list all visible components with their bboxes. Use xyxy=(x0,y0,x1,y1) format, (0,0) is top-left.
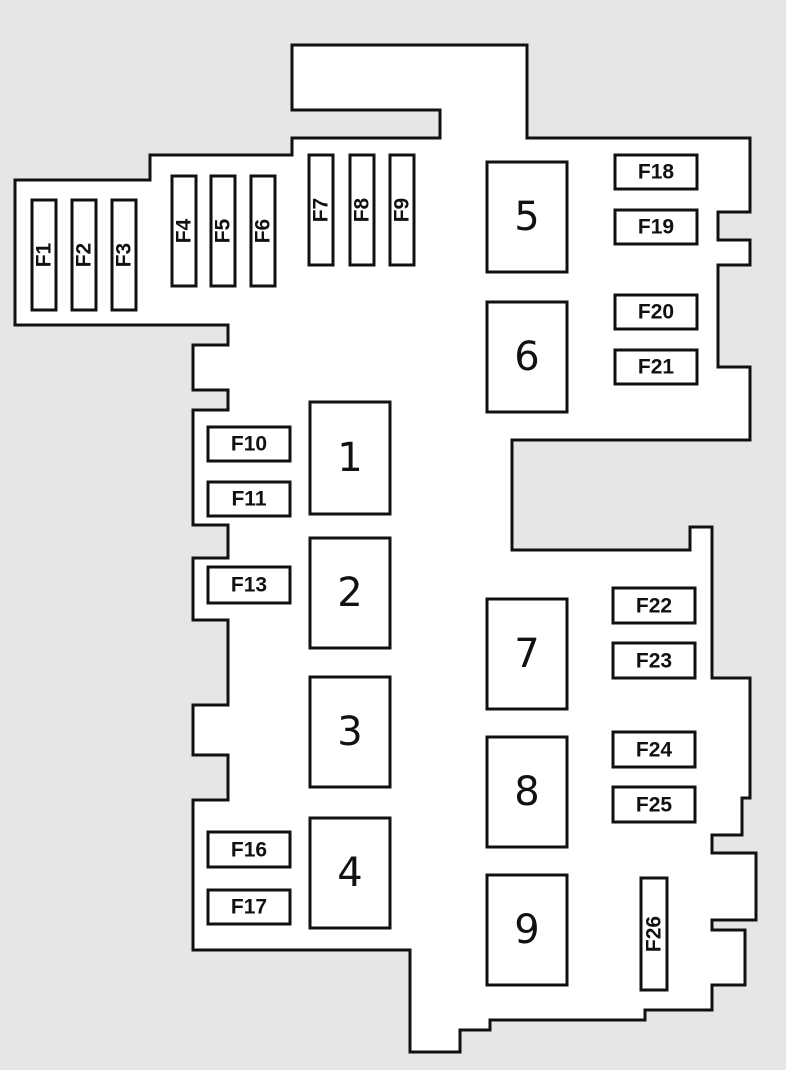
fuse-f11: F11 xyxy=(206,480,292,518)
fuse-f26: F26 xyxy=(639,876,669,992)
relay-7: 7 xyxy=(485,597,569,711)
fuse-f3: F3 xyxy=(110,198,138,312)
relay-label: 8 xyxy=(514,769,539,815)
fuse-f6: F6 xyxy=(249,174,277,288)
relay-1: 1 xyxy=(308,400,392,516)
relay-4: 4 xyxy=(308,816,392,930)
fuse-label: F22 xyxy=(636,595,672,618)
fuse-f2: F2 xyxy=(70,198,98,312)
relay-label: 9 xyxy=(514,907,539,953)
fuse-f24: F24 xyxy=(611,730,697,769)
fuse-label: F4 xyxy=(173,218,196,243)
fuse-label: F17 xyxy=(231,896,267,919)
fuse-label: F19 xyxy=(638,216,674,239)
fuse-f13: F13 xyxy=(206,565,292,605)
fuse-label: F16 xyxy=(231,839,267,862)
relay-2: 2 xyxy=(308,536,392,650)
fuse-f22: F22 xyxy=(611,586,697,625)
fuse-label: F5 xyxy=(212,218,235,243)
fuse-label: F25 xyxy=(636,794,673,817)
fuse-label: F1 xyxy=(33,242,56,267)
fuse-f23: F23 xyxy=(611,641,697,680)
fuse-f9: F9 xyxy=(388,153,416,267)
fuse-label: F21 xyxy=(638,356,675,379)
fuse-label: F7 xyxy=(310,198,333,223)
fuse-f4: F4 xyxy=(170,174,198,288)
relay-5: 5 xyxy=(485,160,569,274)
fuse-label: F9 xyxy=(391,198,414,223)
fuse-f5: F5 xyxy=(209,174,237,288)
fuse-label: F20 xyxy=(638,301,674,324)
relay-label: 6 xyxy=(514,334,539,380)
fuse-f21: F21 xyxy=(613,348,699,386)
relay-label: 1 xyxy=(337,435,362,481)
fuse-label: F18 xyxy=(638,161,675,184)
fuse-label: F13 xyxy=(231,574,267,597)
fuse-label: F8 xyxy=(351,197,374,222)
fuse-f20: F20 xyxy=(613,293,699,331)
fuse-label: F24 xyxy=(636,739,673,762)
relay-label: 2 xyxy=(337,570,362,616)
fuse-label: F26 xyxy=(643,916,666,952)
relay-label: 3 xyxy=(337,709,362,755)
fuse-label: F2 xyxy=(73,243,96,268)
relay-label: 7 xyxy=(514,631,539,677)
relay-9: 9 xyxy=(485,873,569,987)
relay-8: 8 xyxy=(485,735,569,849)
relay-6: 6 xyxy=(485,300,569,414)
fuse-label: F11 xyxy=(231,488,266,511)
fuse-f17: F17 xyxy=(206,888,292,926)
fuse-f8: F8 xyxy=(348,153,376,267)
relay-label: 5 xyxy=(514,194,539,240)
relay-3: 3 xyxy=(308,675,392,789)
fuse-label: F6 xyxy=(252,219,275,244)
fuse-f10: F10 xyxy=(206,425,292,463)
fuse-f25: F25 xyxy=(611,785,697,824)
fuse-f18: F18 xyxy=(613,153,699,191)
fuse-f19: F19 xyxy=(613,208,699,246)
fuse-label: F3 xyxy=(113,243,136,268)
fuse-f7: F7 xyxy=(307,153,335,267)
fuse-f16: F16 xyxy=(206,830,292,869)
fuse-label: F10 xyxy=(231,433,267,456)
fuse-label: F23 xyxy=(636,650,672,673)
relay-label: 4 xyxy=(337,850,362,896)
fuse-f1: F1 xyxy=(30,198,58,312)
